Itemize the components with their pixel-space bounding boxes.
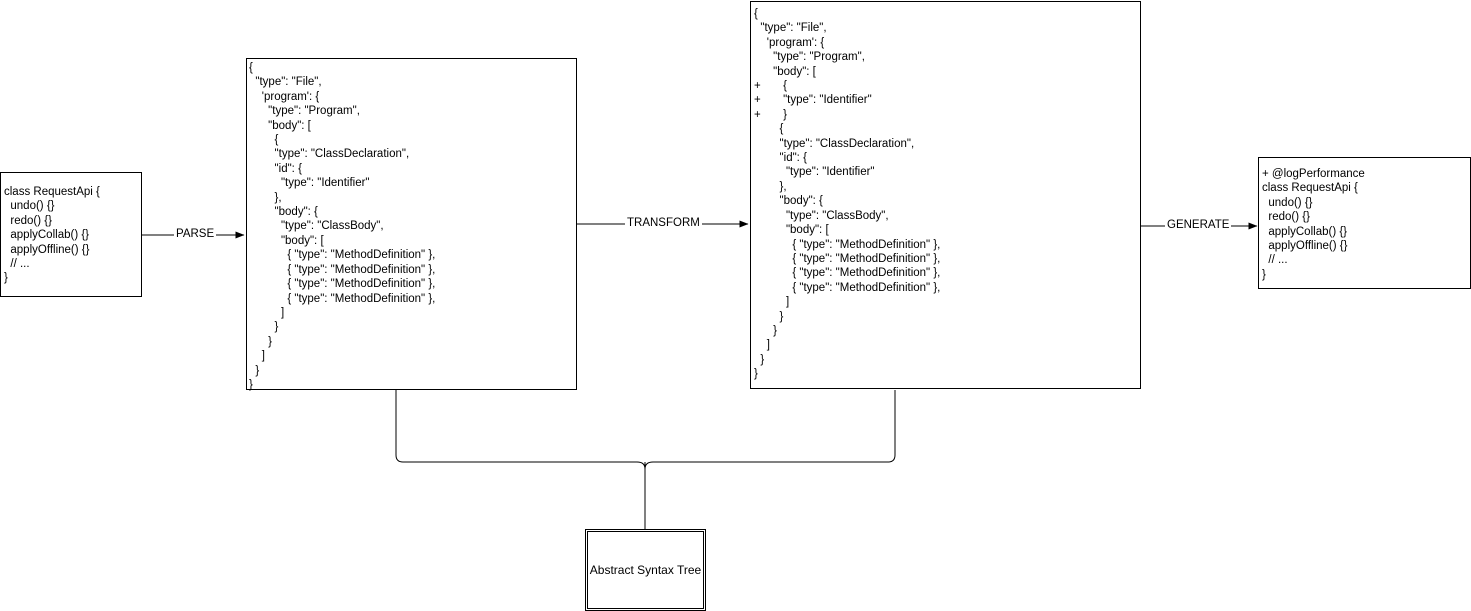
parsed-ast-box[interactable]: { "type": "File", 'program': { "type": "…	[246, 58, 577, 391]
generated-code-box[interactable]: + @logPerformance class RequestApi { und…	[1258, 157, 1471, 289]
transform-arrow-label: TRANSFORM	[625, 217, 702, 229]
source-code-text: class RequestApi { undo() {} redo() {} a…	[4, 186, 100, 285]
transformed-ast-text: { "type": "File", 'program': { "type": "…	[754, 8, 941, 381]
abstract-syntax-tree-label: Abstract Syntax Tree	[589, 563, 702, 577]
parsed-ast-text: { "type": "File", 'program': { "type": "…	[249, 62, 436, 391]
parse-arrow-label: PARSE	[174, 228, 217, 240]
transformed-ast-box[interactable]: { "type": "File", 'program': { "type": "…	[750, 1, 1141, 389]
ast-bracket-right	[644, 390, 896, 470]
ast-bracket-left	[395, 390, 646, 470]
generate-arrow-label: GENERATE	[1165, 219, 1232, 231]
source-code-box[interactable]: class RequestApi { undo() {} redo() {} a…	[0, 172, 142, 297]
abstract-syntax-tree-box[interactable]: Abstract Syntax Tree	[585, 529, 706, 611]
generated-code-text: + @logPerformance class RequestApi { und…	[1262, 168, 1365, 281]
